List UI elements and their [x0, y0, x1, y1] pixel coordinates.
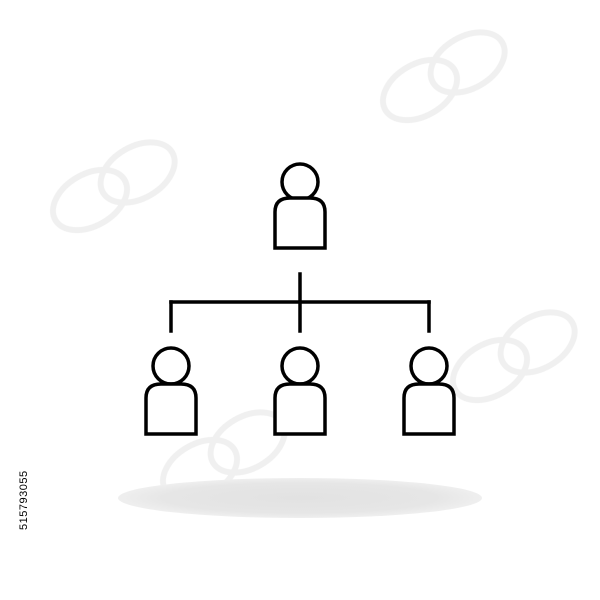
person-icon-right [402, 346, 456, 436]
stock-id-label: 515793055 [18, 470, 30, 530]
connector-lines [169, 272, 431, 333]
person-icon-left [144, 346, 198, 436]
watermark-pattern [50, 29, 578, 504]
person-icon-center [273, 346, 327, 436]
ground-shadow [118, 478, 482, 518]
person-icon-top [273, 162, 327, 250]
